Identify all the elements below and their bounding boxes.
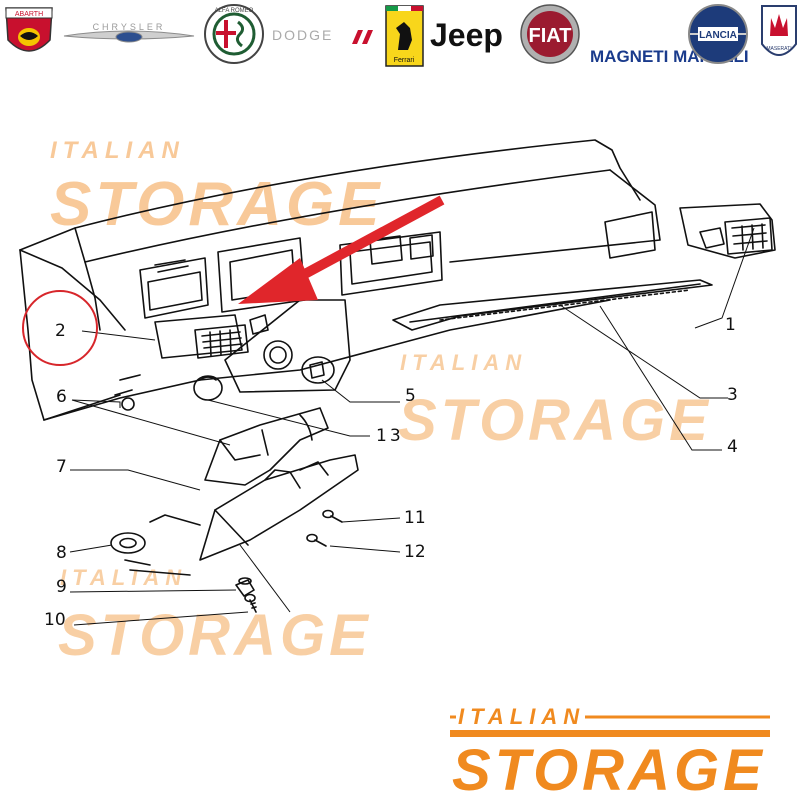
callout-labels: 1 2 3 4 5 6 7 8 9 10 11 12 13 — [44, 315, 738, 630]
leader-lines — [69, 227, 755, 626]
svg-text:ITALIAN: ITALIAN — [60, 565, 187, 590]
screw-10 — [244, 593, 257, 613]
highlight-circle — [22, 290, 98, 366]
svg-text:ABARTH: ABARTH — [15, 11, 43, 18]
callout-11: 11 — [404, 508, 426, 528]
callout-10: 10 — [44, 610, 66, 630]
callout-8: 8 — [56, 543, 67, 563]
washer-8 — [110, 532, 146, 554]
chrysler-logo-icon: CHRYSLER — [63, 22, 195, 43]
svg-text:STORAGE: STORAGE — [58, 603, 372, 668]
svg-text:Jeep: Jeep — [430, 17, 503, 53]
plug-5 — [301, 356, 335, 384]
callout-7: 7 — [56, 457, 67, 477]
watermark-faint-top: ITALIAN STORAGE — [50, 137, 383, 239]
svg-text:ITALIAN: ITALIAN — [400, 350, 527, 375]
svg-text:LANCIA: LANCIA — [699, 30, 737, 41]
svg-text:STORAGE: STORAGE — [398, 388, 712, 453]
dashboard-line-drawing — [19, 139, 776, 613]
callout-2: 2 — [55, 321, 66, 341]
jeep-logo-icon: Jeep — [430, 17, 503, 53]
callout-9: 9 — [56, 577, 67, 597]
air-vent-right — [679, 203, 776, 259]
svg-text:FIAT: FIAT — [529, 25, 572, 47]
maserati-logo-icon: MASERATI — [761, 5, 797, 56]
dodge-logo-icon: DODGE — [272, 27, 373, 44]
callout-1: 1 — [725, 315, 736, 335]
svg-text:STORAGE: STORAGE — [50, 170, 383, 239]
red-arrow-icon — [238, 195, 445, 304]
trim-strip — [392, 279, 713, 331]
watermark-faint-middle: ITALIAN STORAGE — [398, 350, 712, 453]
svg-text:Ferrari: Ferrari — [394, 57, 415, 64]
svg-text:ITALIAN: ITALIAN — [458, 704, 585, 729]
brand-logo-strip: ABARTH CHRYSLER ALFA ROMEO DODGE — [5, 4, 797, 67]
svg-text:CHRYSLER: CHRYSLER — [93, 22, 166, 32]
shroud-upper — [204, 407, 329, 486]
svg-text:ITALIAN: ITALIAN — [50, 137, 185, 164]
svg-text:MASERATI: MASERATI — [766, 46, 791, 52]
watermark-faint-bottom: ITALIAN STORAGE — [58, 565, 372, 668]
nut-9 — [235, 577, 255, 597]
callout-5: 5 — [405, 386, 416, 406]
svg-text:DODGE: DODGE — [272, 27, 333, 43]
callout-13: 13 — [376, 426, 404, 446]
lancia-logo-icon: LANCIA — [688, 4, 748, 64]
air-vent-left — [154, 314, 249, 359]
svg-text:STORAGE: STORAGE — [452, 738, 766, 800]
callout-4: 4 — [727, 437, 738, 457]
abarth-logo-icon: ABARTH — [5, 7, 53, 52]
callout-6: 6 — [56, 387, 67, 407]
ferrari-logo-icon: Ferrari — [385, 5, 424, 67]
screw-12 — [306, 533, 327, 547]
callout-3: 3 — [727, 385, 738, 405]
alfa-romeo-logo-icon: ALFA ROMEO — [204, 4, 264, 64]
shroud-lower — [124, 454, 359, 576]
callout-12: 12 — [404, 542, 426, 562]
fiat-logo-icon: FIAT — [520, 4, 580, 64]
italian-storage-logo: ITALIAN STORAGE — [450, 704, 770, 800]
screw-11 — [322, 509, 343, 523]
svg-text:ALFA ROMEO: ALFA ROMEO — [215, 8, 254, 14]
